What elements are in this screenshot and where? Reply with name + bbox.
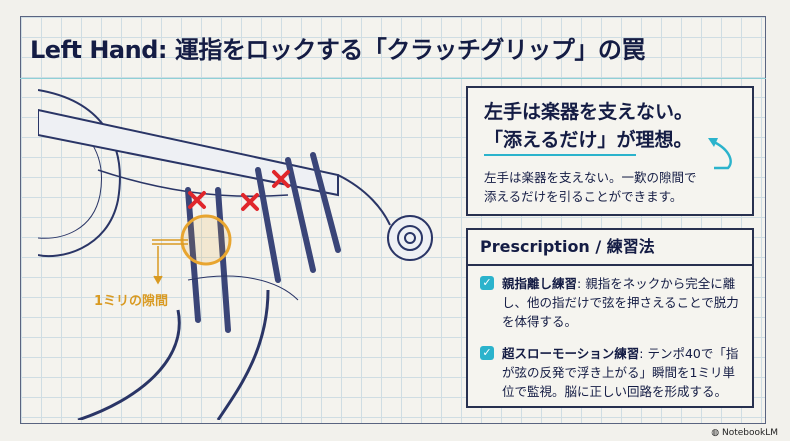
emphasis-underline — [484, 154, 636, 156]
prescription-title: Prescription / 練習法 — [468, 230, 752, 266]
checkbox-checked-icon: ✓ — [480, 276, 494, 290]
callout-box: 左手は楽器を支えない。 「添えるだけ」が理想。 左手は楽器を支えない。一歎の隙間… — [466, 86, 754, 216]
heading-emphasis: 「添えるだけ」 — [484, 129, 617, 151]
notebooklm-logo: ◍ NotebookLM — [711, 428, 778, 438]
gap-label: 1ミリの隙間 — [94, 294, 169, 309]
brand-text: NotebookLM — [721, 428, 778, 438]
prescription-box: Prescription / 練習法 ✓ 親指離し練習: 親指をネックから完全に… — [466, 228, 754, 408]
gap-arrow — [152, 239, 188, 285]
callout-heading: 左手は楽器を支えない。 「添えるだけ」が理想。 — [484, 98, 693, 154]
forearm — [77, 289, 270, 420]
item-text: : テンポ40で「指が弦の反発で浮き上がる」瞬間を1ミリ単位で監視。脳に正しい回… — [502, 346, 739, 399]
heading-rest: が理想。 — [616, 129, 693, 151]
checkbox-checked-icon: ✓ — [480, 346, 494, 360]
item-text: : 親指をネックから完全に離し、他の指だけで弦を押さえることで脱力を体得する。 — [502, 276, 739, 329]
page-title: Left Hand: 運指をロックする「クラッチグリップ」の罠 — [30, 36, 645, 64]
violin-hand-illustration — [38, 89, 433, 420]
hand-bones — [185, 152, 341, 333]
body-line1: 左手は楽器を支えない。一歎の隙間で — [484, 170, 697, 185]
thumb-highlight-circle — [180, 214, 232, 266]
blueprint-frame — [20, 16, 766, 424]
x-marks — [188, 170, 290, 211]
callout-body: 左手は楽器を支えない。一歎の隙間で 添えるだけを引ることができます。 — [484, 168, 697, 206]
item-label: 親指離し練習 — [502, 276, 578, 291]
violin-body — [38, 89, 121, 258]
item-label: 超スローモーション練習 — [502, 346, 640, 361]
violin-scroll — [387, 215, 433, 261]
body-line2: 添えるだけを引ることができます。 — [484, 189, 683, 204]
title-bar — [20, 16, 766, 79]
violin-neck — [38, 108, 339, 197]
prescription-item: ✓ 親指離し練習: 親指をネックから完全に離し、他の指だけで弦を押さえることで脱… — [480, 274, 742, 331]
prescription-item: ✓ 超スローモーション練習: テンポ40で「指が弦の反発で浮き上がる」瞬間を1ミ… — [480, 344, 742, 401]
heading-line1: 左手は楽器を支えない。 — [484, 101, 694, 123]
heading-line2: 「添えるだけ」が理想。 — [484, 126, 693, 154]
curved-arrow-icon — [708, 138, 732, 170]
